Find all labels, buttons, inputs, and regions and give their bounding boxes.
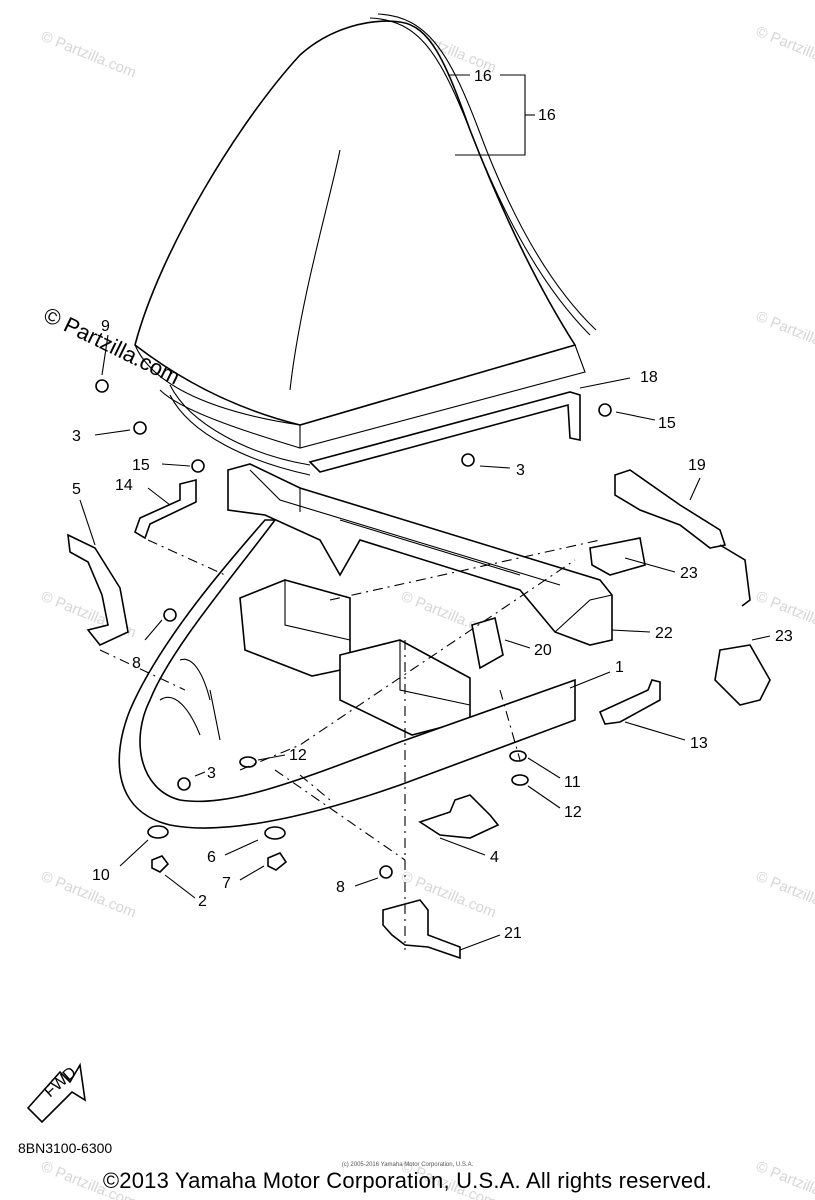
callout-18: 18 bbox=[640, 369, 658, 386]
rod-19 bbox=[719, 544, 751, 607]
callout-4: 4 bbox=[490, 849, 499, 866]
callout-13: 13 bbox=[690, 735, 708, 752]
callout-23b: 23 bbox=[775, 628, 793, 645]
callout-12a: 12 bbox=[289, 747, 307, 764]
copyright-notice: ©2013 Yamaha Motor Corporation, U.S.A. A… bbox=[102, 1168, 713, 1193]
drawing-code: 8BN3100-6300 bbox=[18, 1140, 113, 1156]
bracket-19 bbox=[614, 469, 727, 549]
callout-9: 9 bbox=[101, 318, 110, 335]
windshield-bracket bbox=[169, 384, 581, 476]
stay-21 bbox=[382, 899, 461, 960]
callout-10: 10 bbox=[92, 867, 110, 884]
tiny-copyright: (c) 2005-2016 Yamaha Motor Corporation, … bbox=[341, 1162, 474, 1168]
callout-22: 22 bbox=[655, 625, 673, 642]
stay-5 bbox=[67, 533, 129, 646]
callout-19: 19 bbox=[688, 457, 706, 474]
watermark: © Partzilla.com bbox=[754, 23, 815, 77]
callout-12b: 12 bbox=[564, 804, 582, 821]
fwd-arrow-icon: FWD bbox=[26, 1062, 87, 1124]
callout-17: 16 bbox=[474, 68, 492, 85]
callout-3b: 3 bbox=[516, 462, 525, 479]
front-cowl bbox=[118, 519, 576, 829]
pad bbox=[471, 616, 504, 670]
callout-2: 2 bbox=[198, 893, 207, 910]
callout-6: 6 bbox=[207, 849, 216, 866]
callout-23a: 23 bbox=[680, 565, 698, 582]
callout-21: 21 bbox=[504, 925, 522, 942]
leader-lines bbox=[79, 74, 771, 951]
callout-15a: 15 bbox=[658, 415, 676, 432]
air-duct bbox=[227, 463, 613, 646]
centerlines bbox=[99, 539, 601, 950]
callout-3c: 3 bbox=[207, 765, 216, 782]
callout-5: 5 bbox=[72, 481, 81, 498]
watermark: © Partzilla.com bbox=[754, 308, 815, 362]
bracket-23-lower bbox=[714, 644, 771, 706]
fasteners bbox=[95, 379, 612, 879]
callout-16: 16 bbox=[538, 107, 556, 124]
callout-20: 20 bbox=[534, 642, 552, 659]
stay-14 bbox=[134, 478, 197, 540]
callout-11: 11 bbox=[564, 774, 581, 791]
callout-14: 14 bbox=[115, 477, 133, 494]
watermark: © Partzilla.com bbox=[39, 868, 139, 922]
callout-8a: 8 bbox=[132, 655, 141, 672]
callout-15b: 15 bbox=[132, 457, 150, 474]
callout-3a: 3 bbox=[72, 428, 81, 445]
stay-13 bbox=[598, 679, 661, 725]
watermark: © Partzilla.com bbox=[754, 868, 815, 922]
callout-7: 7 bbox=[222, 875, 231, 892]
callout-1: 1 bbox=[615, 659, 624, 676]
watermark: © Partzilla.com bbox=[39, 28, 139, 82]
bracket-23-upper bbox=[589, 537, 646, 576]
callout-8b: 8 bbox=[336, 879, 345, 896]
stay-4 bbox=[418, 794, 500, 839]
windshield bbox=[134, 13, 597, 449]
callouts: 16 16 18 15 3 3 3 9 15 14 5 8 19 23 23 2… bbox=[72, 68, 793, 942]
